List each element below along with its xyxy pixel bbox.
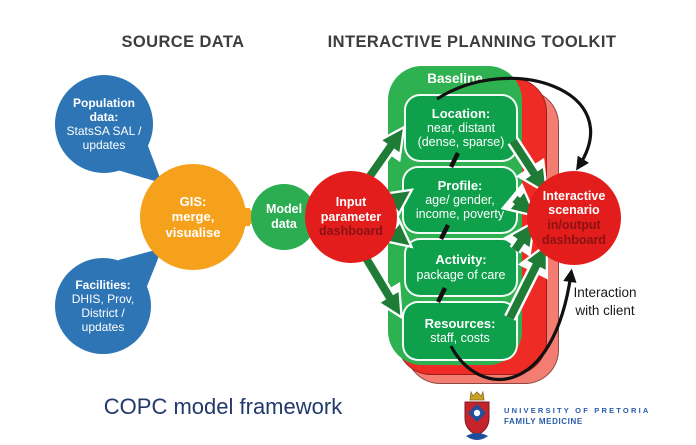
input-parameter-node: Input parameter dashboard (305, 171, 397, 263)
facilities-detail: DHIS, Prov, District / updates (71, 291, 135, 335)
model-data-label: Model data (265, 202, 303, 231)
resources-title: Resources: (424, 315, 496, 331)
interaction-line2: with client (575, 303, 635, 319)
population-node: Population data: StatsSA SAL / updates (55, 75, 153, 173)
population-detail: StatsSA SAL / updates (66, 124, 142, 153)
interactive-scenario-node: Interactive scenario in/output dashboard (527, 171, 621, 265)
location-box: Location: near, distant (dense, sparse) (404, 94, 518, 162)
scenario-sub: in/output dashboard (542, 218, 606, 247)
gis-node: GIS: merge, visualise (140, 164, 246, 270)
toolkit-heading: INTERACTIVE PLANNING TOOLKIT (327, 33, 617, 51)
university-crest-icon (464, 390, 490, 440)
profile-line2: income, poverty (415, 207, 505, 222)
location-title: Location: (431, 105, 491, 121)
gis-title: GIS: (179, 194, 207, 209)
activity-line1: package of care (416, 267, 506, 282)
university-logo: UNIVERSITY OF PRETORIA FAMILY MEDICINE (458, 390, 650, 442)
gis-detail: merge, visualise (165, 209, 221, 240)
baseline-label: Baseline (427, 71, 483, 86)
diagram-title: COPC model framework (103, 394, 343, 419)
input-parameter-sub: dashboard (319, 224, 383, 239)
source-data-heading: SOURCE DATA (121, 33, 245, 51)
profile-line1: age/ gender, (425, 193, 495, 208)
activity-box: Activity: package of care (404, 238, 518, 297)
resources-line1: staff, costs (430, 331, 490, 346)
scenario-title: Interactive scenario (542, 188, 606, 218)
input-parameter-title: Input parameter (320, 194, 382, 224)
interaction-line1: Interaction (573, 285, 637, 300)
activity-title: Activity: (435, 252, 487, 268)
facilities-node: Facilities: DHIS, Prov, District / updat… (55, 258, 151, 354)
facilities-title: Facilities: (75, 277, 131, 292)
population-title: Population data: (73, 95, 135, 124)
profile-title: Profile: (437, 177, 483, 193)
department-name: FAMILY MEDICINE (504, 417, 583, 426)
interaction-annotation: Interaction with client (560, 284, 650, 320)
profile-box: Profile: age/ gender, income, poverty (402, 166, 518, 234)
location-line2: (dense, sparse) (417, 135, 505, 150)
university-name: UNIVERSITY OF PRETORIA (504, 406, 651, 415)
location-line1: near, distant (426, 121, 496, 136)
resources-box: Resources: staff, costs (402, 301, 518, 361)
